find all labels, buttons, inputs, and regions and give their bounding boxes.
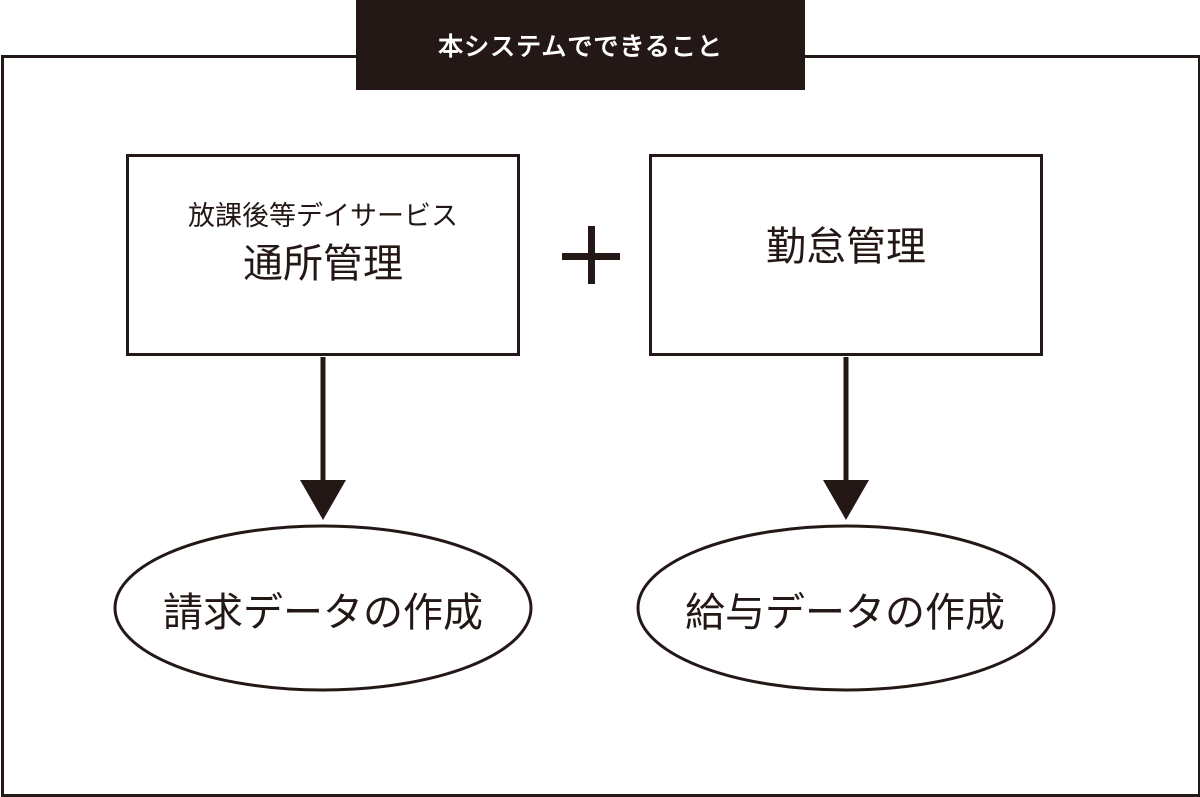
right-arrow-head xyxy=(823,480,869,520)
billing-output-ellipse xyxy=(113,524,533,692)
left-arrow-head xyxy=(300,480,346,520)
plus-icon-vertical xyxy=(588,226,595,284)
payroll-output-label-wrap: 給与データの作成 xyxy=(636,525,1054,692)
plus-icon xyxy=(558,220,628,290)
attendance-management-title: 勤怠管理 xyxy=(766,224,926,270)
payroll-output-label: 給与データの作成 xyxy=(685,589,1005,636)
service-management-subtitle: 放課後等デイサービス xyxy=(188,201,458,233)
payroll-output-ellipse xyxy=(636,524,1056,692)
billing-output-label: 請求データの作成 xyxy=(163,589,483,636)
diagram-title-text: 本システムでできること xyxy=(438,32,723,61)
attendance-management-box: 勤怠管理 xyxy=(649,154,1043,356)
service-management-title: 通所管理 xyxy=(243,240,403,287)
diagram-title: 本システムでできること xyxy=(356,0,805,90)
service-management-box: 放課後等デイサービス 通所管理 xyxy=(126,154,520,356)
billing-output-label-wrap: 請求データの作成 xyxy=(114,525,532,692)
